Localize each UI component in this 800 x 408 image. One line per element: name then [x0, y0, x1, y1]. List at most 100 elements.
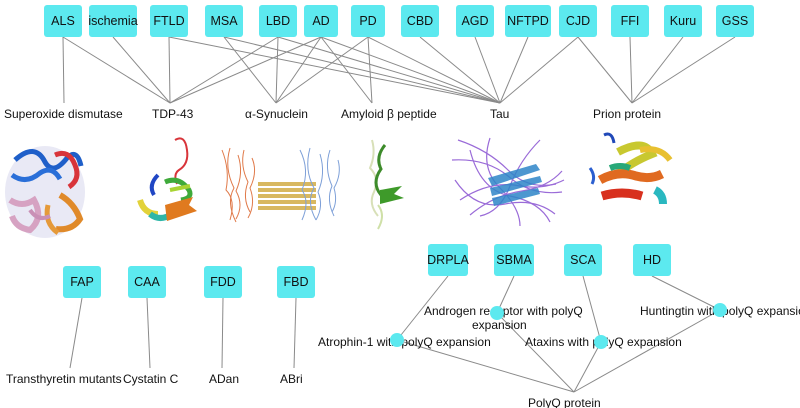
disease-node-hd[interactable]: HD — [633, 244, 671, 276]
protein-label-tau: Tau — [490, 107, 509, 121]
disease-node-box — [44, 5, 82, 37]
disease-node-als[interactable]: ALS — [44, 5, 82, 37]
disease-node-box — [505, 5, 551, 37]
protein-label-cyst: Cystatin C — [123, 372, 179, 386]
edge-fdd-adan — [221, 297, 224, 369]
disease-node-fbd[interactable]: FBD — [277, 266, 315, 298]
disease-node-drpla[interactable]: DRPLA — [427, 244, 469, 276]
junction-dot-htt — [713, 303, 727, 317]
disease-node-box — [259, 5, 297, 37]
disease-node-msa[interactable]: MSA — [205, 5, 243, 37]
edge-sca-ataxin — [582, 275, 602, 343]
protein-label-adan: ADan — [209, 372, 239, 386]
disease-node-gss[interactable]: GSS — [716, 5, 754, 37]
disease-node-nftpd[interactable]: NFTPD — [505, 5, 551, 37]
disease-node-label: Kuru — [670, 14, 696, 28]
edge-pd-syn — [275, 36, 369, 104]
disease-node-box — [633, 244, 671, 276]
disease-node-ftld[interactable]: FTLD — [150, 5, 188, 37]
disease-node-sbma[interactable]: SBMA — [494, 244, 534, 276]
alpha-synuclein-structure — [221, 147, 340, 223]
disease-node-label: MSA — [210, 14, 238, 28]
edge-drpla-atro — [396, 275, 449, 341]
disease-node-label: CAA — [134, 275, 160, 289]
edge-andro-polyq — [496, 312, 575, 393]
edge-ischemia-tdp — [112, 36, 171, 104]
superoxide-dismutase-structure — [5, 146, 85, 238]
protein-label-ttr: Transthyretin mutants — [6, 372, 122, 386]
junction-dot-atro — [390, 333, 404, 347]
edge-als-sod — [62, 36, 65, 104]
tdp43-structure — [137, 137, 197, 221]
disease-node-label: PD — [359, 14, 376, 28]
edge-cjd-prion — [577, 36, 633, 104]
disease-node-label: CBD — [407, 14, 433, 28]
edge-htt-polyq — [573, 309, 721, 393]
disease-node-box — [456, 5, 494, 37]
disease-node-box — [564, 244, 602, 276]
protein-label-syn: α-Synuclein — [245, 107, 308, 121]
disease-node-fdd[interactable]: FDD — [204, 266, 242, 298]
edge-pd-tau — [367, 36, 501, 104]
edge-fbd-abri — [293, 297, 297, 369]
protein-label-sod: Superoxide dismutase — [4, 107, 123, 121]
edge-kuru-prion — [631, 36, 684, 104]
disease-node-sca[interactable]: SCA — [564, 244, 602, 276]
edge-ad-abeta — [320, 36, 373, 104]
disease-node-label: FAP — [70, 275, 94, 289]
disease-node-box — [559, 5, 597, 37]
edge-ffi-prion — [629, 36, 633, 104]
disease-node-label: AGD — [461, 14, 488, 28]
disease-node-label: FFI — [621, 14, 640, 28]
disease-node-ffi[interactable]: FFI — [611, 5, 649, 37]
edge-caa-cyst — [146, 297, 151, 369]
disease-node-label: SCA — [570, 253, 596, 267]
disease-node-label: FBD — [284, 275, 309, 289]
edge-lbd-syn — [275, 36, 279, 104]
edge-fap-ttr — [69, 297, 83, 369]
disease-node-label: HD — [643, 253, 661, 267]
disease-node-label: SBMA — [496, 253, 532, 267]
edge-agd-tau — [474, 36, 501, 104]
edge-pd-abeta — [367, 36, 373, 104]
disease-node-fap[interactable]: FAP — [63, 266, 101, 298]
edge-hd-htt — [651, 275, 721, 311]
protein-label-polyq: PolyQ protein — [528, 396, 601, 408]
amyloid-beta-structure — [368, 139, 404, 230]
junction-dots-layer — [390, 303, 727, 349]
disease-node-agd[interactable]: AGD — [456, 5, 494, 37]
prion-protein-structure — [588, 132, 673, 205]
disease-node-ischemia[interactable]: ischemia — [88, 5, 138, 37]
disease-node-box — [89, 5, 137, 37]
edge-lbd-tau — [277, 36, 501, 104]
structures-layer — [5, 132, 673, 238]
disease-node-label: CJD — [566, 14, 590, 28]
disease-node-label: ischemia — [88, 14, 137, 28]
disease-node-box — [277, 266, 315, 298]
disease-node-cbd[interactable]: CBD — [401, 5, 439, 37]
disease-node-pd[interactable]: PD — [351, 5, 385, 37]
disease-node-kuru[interactable]: Kuru — [664, 5, 702, 37]
disease-node-box — [428, 244, 468, 276]
disease-node-label: NFTPD — [507, 14, 549, 28]
edge-ad-syn — [275, 36, 322, 104]
disease-node-label: GSS — [722, 14, 748, 28]
disease-node-box — [205, 5, 243, 37]
disease-node-box — [716, 5, 754, 37]
disease-node-box — [204, 266, 242, 298]
disease-node-box — [63, 266, 101, 298]
disease-node-label: FTLD — [153, 14, 184, 28]
disease-node-ad[interactable]: AD — [304, 5, 338, 37]
disease-node-cjd[interactable]: CJD — [559, 5, 597, 37]
edge-als-tdp — [62, 36, 171, 104]
protein-label-atro: Atrophin-1 with polyQ expansion — [318, 335, 491, 349]
disease-node-lbd[interactable]: LBD — [259, 5, 297, 37]
edge-lbd-tdp — [169, 36, 279, 104]
tau-structure — [451, 137, 565, 227]
disease-node-caa[interactable]: CAA — [128, 266, 166, 298]
edge-ataxin-polyq — [573, 341, 602, 393]
protein-label-abeta: Amyloid β peptide — [341, 107, 437, 121]
